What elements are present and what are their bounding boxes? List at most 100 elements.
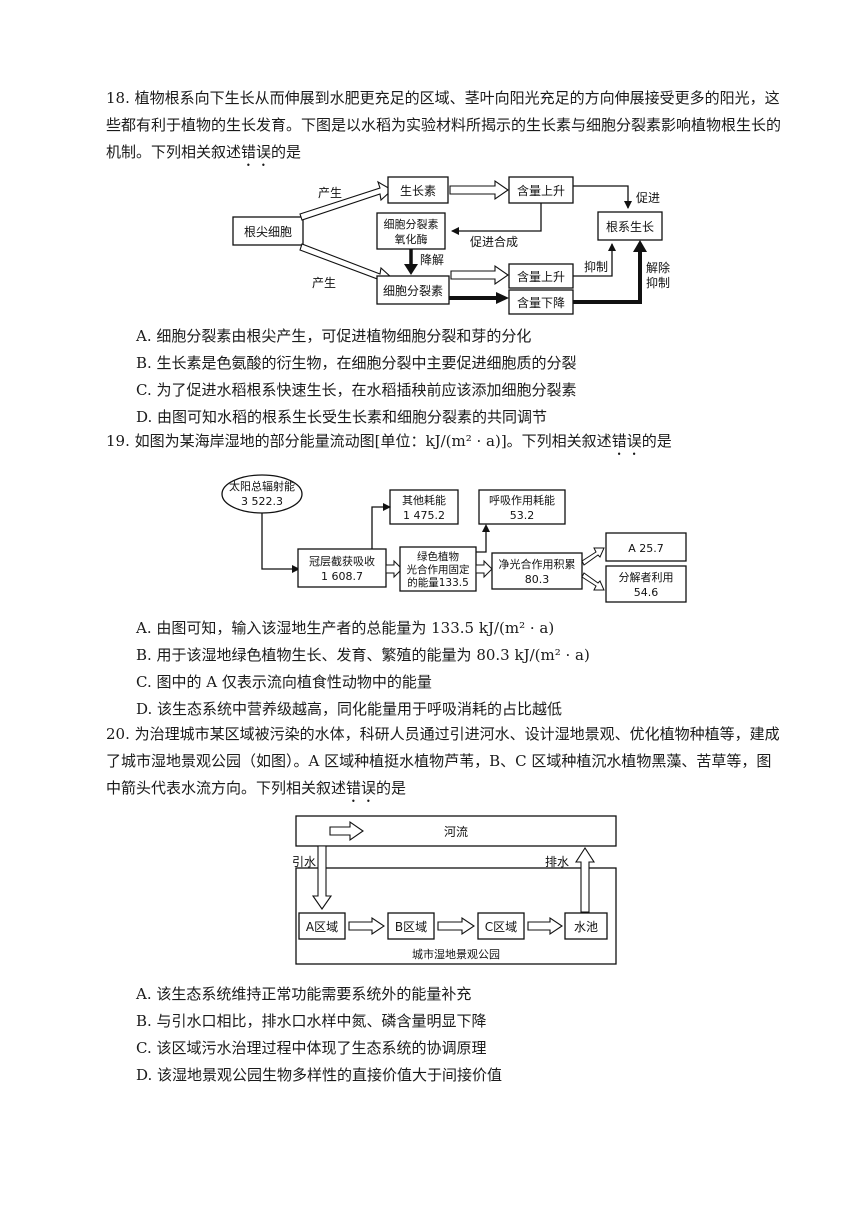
decomposer-label-1: 分解者利用 <box>619 570 674 584</box>
green-plant-label-3: 的能量133.5 <box>407 576 469 589</box>
respiration-label-1: 呼吸作用耗能 <box>489 493 555 507</box>
q18-option-a: A. 细胞分裂素由根尖产生，可促进植物细胞分裂和芽的分化 <box>136 327 532 345</box>
content-up-label-1: 含量上升 <box>517 183 565 198</box>
stem-text: 19. 如图为某海岸湿地的部分能量流动图[单位：kJ/(m² · a)]。下列相… <box>106 432 612 450</box>
cytokinin-box <box>376 275 450 305</box>
decomposer-label-2: 54.6 <box>634 586 659 599</box>
a-box <box>605 532 687 562</box>
inhibit-arrow <box>573 243 616 277</box>
content-up-box-2 <box>508 263 574 289</box>
outlet-label: 排水 <box>545 855 569 869</box>
hormone-mechanism-diagram: 根尖细胞 产生 产生 生长素 含量上升 促进 根系生长 细胞分裂素 氧化酶 促进… <box>232 176 670 315</box>
net-photosynthesis-label-2: 80.3 <box>525 573 550 586</box>
zone-a-box <box>298 912 346 940</box>
decomposer-box <box>605 565 687 603</box>
arrow-cytokinin-up <box>450 264 509 286</box>
park-label: 城市湿地景观公园 <box>412 947 500 961</box>
emphasis-text: 错误 <box>611 432 642 450</box>
other-energy-label-1: 其他耗能 <box>402 493 446 507</box>
wetland-park-diagram: 河流 城市湿地景观公园 引水 排水 A区域 B区域 C区域 水池 <box>292 815 617 965</box>
a-label: A 25.7 <box>628 542 664 555</box>
solar-label-2: 3 522.3 <box>241 495 283 508</box>
degrade-label: 降解 <box>420 253 444 267</box>
green-plant-label-1: 绿色植物 <box>417 550 459 563</box>
q20-option-d: D. 该湿地景观公园生物多样性的直接价值大于间接价值 <box>136 1066 503 1084</box>
auxin-box <box>387 176 449 204</box>
q18-option-b: B. 生长素是色氨酸的衍生物，在细胞分裂中主要促进细胞质的分裂 <box>136 354 577 372</box>
question-20-stem: 20. 为治理城市某区域被污染的水体，科研人员通过引进河水、设计湿地景观、优化植… <box>106 721 786 806</box>
relieve-arrow-shaft <box>573 250 642 304</box>
green-plant-box <box>399 546 477 592</box>
question-19-stem: 19. 如图为某海岸湿地的部分能量流动图[单位：kJ/(m² · a)]。下列相… <box>106 428 786 459</box>
relieve-label-1: 解除 <box>646 260 670 275</box>
pool-label: 水池 <box>574 920 598 934</box>
emphasis-text: 错误 <box>346 779 377 797</box>
root-growth-label: 根系生长 <box>606 220 654 234</box>
stem-text-end: 的是 <box>271 143 302 161</box>
inhibit-label: 抑制 <box>584 259 608 274</box>
q19-option-a: A. 由图可知，输入该湿地生产者的总能量为 133.5 kJ/(m² · a) <box>136 619 555 637</box>
other-energy-box <box>389 489 459 525</box>
net-photosynthesis-box <box>491 552 583 590</box>
promote-label: 促进 <box>636 191 660 205</box>
content-up-label-2: 含量上升 <box>517 269 565 284</box>
promote-arrow <box>573 185 632 209</box>
zone-c-label: C区域 <box>485 920 517 934</box>
outlet-arrow <box>574 846 596 913</box>
respiration-label-2: 53.2 <box>510 509 535 522</box>
relieve-label-2: 抑制 <box>646 275 670 290</box>
produce-arrow-top <box>299 180 393 221</box>
bold-arrow-head <box>496 292 509 304</box>
root-growth-box <box>597 211 663 241</box>
q18-option-c: C. 为了促进水稻根系快速生长，在水稻插秧前应该添加细胞分裂素 <box>136 381 577 399</box>
content-down-label: 含量下降 <box>517 295 565 310</box>
auxin-label: 生长素 <box>400 184 436 198</box>
zone-c-box <box>477 912 525 940</box>
content-down-box <box>508 289 574 315</box>
oxidase-label-2: 氧化酶 <box>395 232 428 246</box>
q19-option-b: B. 用于该湿地绿色植物生长、发育、繁殖的能量为 80.3 kJ/(m² · a… <box>136 646 590 664</box>
produce-label-bottom: 产生 <box>312 276 336 290</box>
green-to-resp-line <box>476 531 487 553</box>
relieve-arrow-head <box>633 240 647 252</box>
arrow-auxin-up <box>449 179 509 201</box>
inlet-arrow <box>311 845 333 910</box>
river-label: 河流 <box>444 825 468 839</box>
q19-option-d: D. 该生态系统中营养级越高，同化能量用于呼吸消耗的占比越低 <box>136 700 563 718</box>
other-energy-label-2: 1 475.2 <box>403 509 445 522</box>
oxidase-label-1: 细胞分裂素 <box>384 218 439 231</box>
stem-text: 18. 植物根系向下生长从而伸展到水肥更充足的区域、茎叶向阳光充足的方向伸展接受… <box>106 89 782 161</box>
q18-option-d: D. 由图可知水稻的根系生长受生长素和细胞分裂素的共同调节 <box>136 408 548 426</box>
cytokinin-label: 细胞分裂素 <box>383 284 443 298</box>
pool-box <box>564 912 608 940</box>
degrade-arrow-head <box>404 264 418 275</box>
net-photosynthesis-label-1: 净光合作用积累 <box>499 557 576 571</box>
park-box <box>295 867 617 965</box>
q19-option-c: C. 图中的 A 仅表示流向植食性动物中的能量 <box>136 673 432 691</box>
produce-label-top: 产生 <box>318 186 342 200</box>
promote-synthesis-arrow <box>451 203 542 235</box>
zone-a-label: A区域 <box>306 920 338 934</box>
q20-option-a: A. 该生态系统维持正常功能需要系统外的能量补充 <box>136 985 472 1003</box>
root-cell-label: 根尖细胞 <box>244 225 292 239</box>
zone-b-box <box>387 912 435 940</box>
energy-flow-diagram: 太阳总辐射能 3 522.3 冠层截获吸收 1 608.7 其他耗能 1 475… <box>221 474 687 603</box>
root-cell-box <box>232 216 304 246</box>
respiration-box <box>478 489 566 525</box>
q20-option-c: C. 该区域污水治理过程中体现了生态系统的协调原理 <box>136 1039 487 1057</box>
stem-text-end: 的是 <box>641 432 672 450</box>
emphasis-text: 错误 <box>241 143 272 161</box>
canopy-to-other-line <box>371 506 384 549</box>
solar-to-canopy-line <box>261 513 294 570</box>
inlet-label: 引水 <box>292 855 316 869</box>
promote-synthesis-label: 促进合成 <box>470 234 518 249</box>
canopy-label-2: 1 608.7 <box>321 570 363 583</box>
solar-label-1: 太阳总辐射能 <box>229 479 295 493</box>
green-plant-label-2: 光合作用固定 <box>407 563 470 576</box>
zone-b-label: B区域 <box>395 920 427 934</box>
stem-text-end: 的是 <box>376 779 407 797</box>
stem-text: 20. 为治理城市某区域被污染的水体，科研人员通过引进河水、设计湿地景观、优化植… <box>106 725 780 797</box>
canopy-label-1: 冠层截获吸收 <box>309 554 375 568</box>
river-flow-arrow <box>329 820 364 842</box>
